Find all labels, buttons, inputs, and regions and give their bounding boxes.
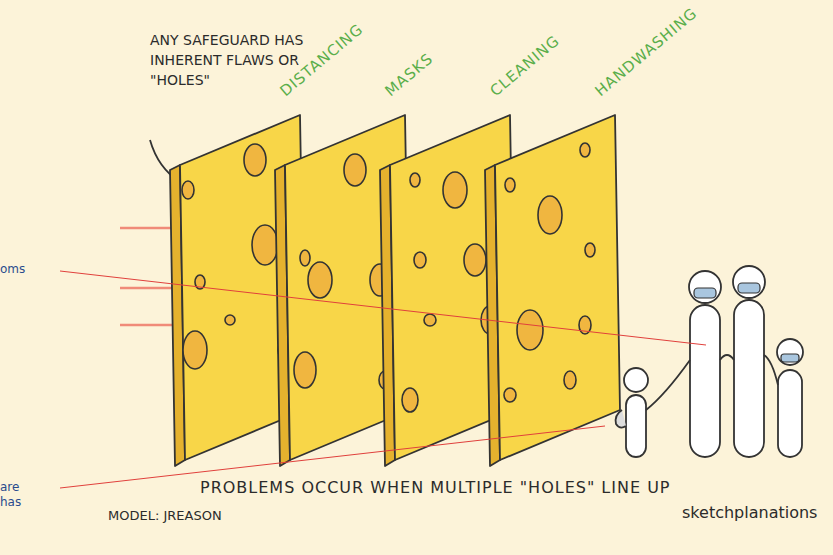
cheese-hole: [517, 310, 543, 350]
cheese-hole: [580, 143, 590, 157]
model-credit: MODEL: JREASON: [108, 508, 308, 524]
cheese-hole: [344, 154, 366, 186]
cheese-hole: [294, 352, 316, 388]
child-head: [777, 339, 803, 365]
cheese-hole: [300, 250, 310, 266]
cheese-hole: [505, 178, 515, 192]
holding-arm: [764, 355, 778, 385]
caption: PROBLEMS OCCUR WHEN MULTIPLE "HOLES" LIN…: [200, 478, 671, 497]
slice-face: [495, 115, 620, 460]
cheese-hole: [564, 371, 576, 389]
cheese-hole: [244, 144, 266, 176]
child-head: [624, 368, 648, 392]
cheese-slice: HANDWASHING: [475, 20, 635, 480]
leader-line: [60, 426, 605, 488]
cheese-hole: [183, 331, 207, 369]
cheese-hole: [585, 243, 595, 257]
cheese-hole: [464, 244, 486, 276]
family: [616, 266, 803, 457]
masks: [694, 283, 799, 362]
cheese-hole: [504, 388, 516, 402]
cheese-hole: [579, 316, 591, 334]
cut-off-note: has: [0, 495, 60, 509]
cheese-hole: [195, 275, 205, 289]
cheese-hole: [225, 315, 235, 325]
cut-off-note: are: [0, 480, 60, 494]
child-body: [778, 370, 802, 457]
annotation: ANY SAFEGUARD HAS INHERENT FLAWS OR "HOL…: [150, 30, 305, 90]
leader-lines: [60, 271, 706, 488]
cheese-hole: [538, 196, 562, 234]
face-mask: [781, 354, 799, 362]
leader-line: [60, 271, 706, 345]
adult-body: [690, 305, 720, 457]
holding-arm: [720, 355, 734, 360]
safeguard-heading: CLEANING: [486, 32, 563, 100]
cheese-hole: [308, 262, 332, 298]
holding-arm: [646, 360, 690, 410]
cut-off-note: oms: [0, 262, 60, 276]
safeguard-heading: MASKS: [381, 50, 436, 100]
adult-body: [734, 300, 764, 457]
watermark: sketchplanations: [682, 504, 832, 522]
cheese-hole: [402, 388, 418, 412]
adult-head: [689, 271, 721, 303]
cheese-hole: [182, 181, 194, 199]
face-mask: [694, 288, 716, 298]
cheese-hole: [443, 172, 467, 208]
child-body: [626, 395, 646, 457]
cheese-hole: [424, 314, 436, 326]
safeguard-heading: HANDWASHING: [591, 4, 700, 100]
adult-head: [733, 266, 765, 298]
cheese-hole: [410, 173, 420, 187]
face-mask: [738, 283, 760, 293]
cheese-hole: [414, 252, 426, 268]
teddy: [616, 410, 626, 428]
cheese-hole: [252, 225, 278, 265]
